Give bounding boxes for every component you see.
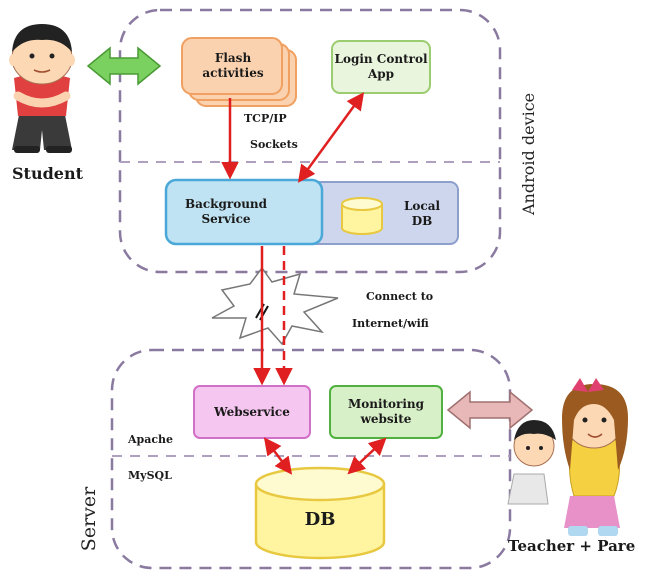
local-db-cylinder-icon bbox=[341, 197, 383, 235]
monitoring-db-arrow bbox=[347, 437, 387, 475]
android-device-region bbox=[118, 8, 502, 274]
teacher-double-arrow bbox=[446, 390, 534, 430]
internet-burst-icon bbox=[211, 266, 339, 346]
teacher-parent-icon bbox=[507, 378, 628, 536]
teacher-parent-label: Teacher + Pare bbox=[508, 537, 636, 555]
background-service-box bbox=[164, 178, 324, 246]
webservice-label: Webservice bbox=[214, 404, 290, 419]
student-icon bbox=[9, 24, 75, 153]
server-label: Server bbox=[78, 486, 100, 552]
server-db-cylinder bbox=[254, 466, 386, 560]
server-region bbox=[110, 348, 512, 570]
webservice-box bbox=[193, 385, 311, 439]
connect-label-line1: Connect to bbox=[366, 290, 434, 303]
webservice-db-arrow bbox=[263, 437, 293, 475]
local-db-label: Local DB bbox=[403, 199, 441, 228]
service-login-arrow bbox=[297, 92, 365, 183]
flash-activities-label: Flash activities bbox=[202, 51, 264, 80]
mysql-label: MySQL bbox=[128, 469, 172, 482]
flash-activities-box bbox=[181, 37, 297, 107]
connect-label-line2: Internet/wifi bbox=[352, 317, 429, 330]
monitoring-website-label: Monitoring website bbox=[347, 397, 425, 426]
android-device-label: Android device bbox=[519, 92, 538, 215]
server-db-label: DB bbox=[304, 508, 336, 530]
tcpip-label: TCP/IP bbox=[244, 112, 287, 125]
apache-label: Apache bbox=[128, 433, 174, 446]
sockets-label: Sockets bbox=[250, 138, 298, 151]
login-control-box bbox=[331, 40, 431, 94]
login-control-label: Login Control App bbox=[334, 52, 428, 81]
background-service-label: Background Service bbox=[184, 197, 268, 226]
student-label: Student bbox=[12, 164, 83, 183]
student-double-arrow bbox=[86, 46, 162, 86]
